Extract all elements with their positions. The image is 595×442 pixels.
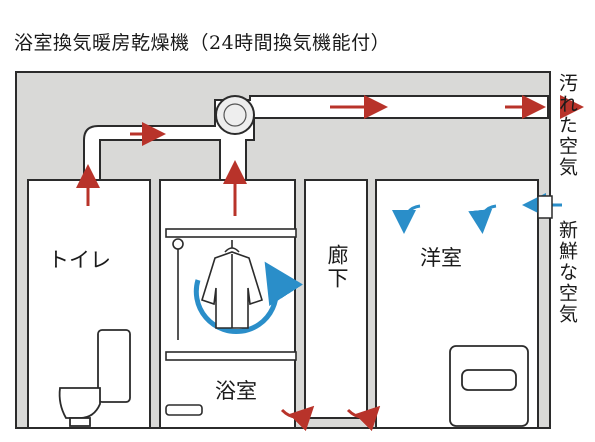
bathroom-fixtures bbox=[165, 228, 297, 416]
fan-blade bbox=[223, 103, 247, 127]
toilet-icon bbox=[58, 329, 131, 427]
fan-unit bbox=[215, 95, 255, 135]
room-swirl-2 bbox=[468, 204, 497, 234]
drying-rod bbox=[165, 228, 297, 238]
bed-icon bbox=[449, 345, 529, 427]
shirt-icon bbox=[201, 240, 263, 329]
corridor-undercut-arrow bbox=[280, 405, 315, 432]
wash-basin bbox=[165, 404, 203, 416]
exhaust-arrows bbox=[76, 95, 584, 432]
exhaust-label: 汚れた空気 bbox=[556, 73, 578, 178]
corridor-label: 廊下 bbox=[325, 244, 349, 290]
corridor-room bbox=[304, 179, 368, 419]
shower-head bbox=[172, 238, 184, 250]
room-undercut-arrow bbox=[346, 405, 381, 432]
western-room-label: 洋室 bbox=[420, 246, 462, 270]
bathroom-label: 浴室 bbox=[215, 379, 257, 403]
bath-circulation-arrow bbox=[193, 261, 303, 334]
diagram-title: 浴室換気暖房乾燥機（24時間換気機能付） bbox=[14, 32, 391, 54]
bathtub-edge bbox=[165, 351, 297, 361]
wall-vent bbox=[537, 195, 553, 219]
intake-label: 新鮮な空気 bbox=[556, 220, 578, 325]
toilet-label: トイレ bbox=[48, 248, 111, 272]
room-swirl-1 bbox=[392, 204, 421, 234]
